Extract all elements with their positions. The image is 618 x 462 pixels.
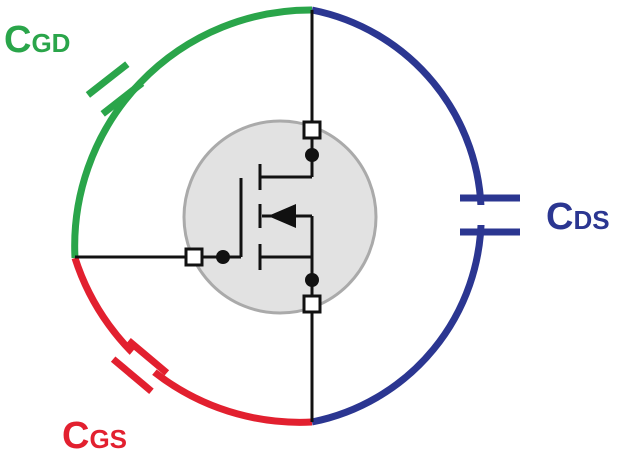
- capacitor-gd-symbol: [85, 61, 145, 117]
- label-cgd: CGD: [4, 19, 70, 61]
- cds-gap: [472, 205, 508, 225]
- gate-junction-dot: [216, 250, 230, 264]
- cgs-gap: [121, 347, 159, 385]
- drain-terminal: [302, 120, 322, 140]
- body-diode-arrow: [268, 204, 296, 228]
- source-junction-dot: [305, 273, 319, 287]
- label-cds: CDS: [546, 196, 610, 238]
- cgd-gap: [96, 71, 134, 107]
- gate-terminal: [184, 247, 204, 267]
- capacitor-gs-symbol: [110, 338, 170, 394]
- source-terminal: [302, 294, 322, 314]
- label-cgs: CGS: [62, 415, 127, 457]
- gate-source-arc: [71, 256, 313, 426]
- capacitor-ds-symbol: [460, 194, 520, 236]
- drain-junction-dot: [305, 148, 319, 162]
